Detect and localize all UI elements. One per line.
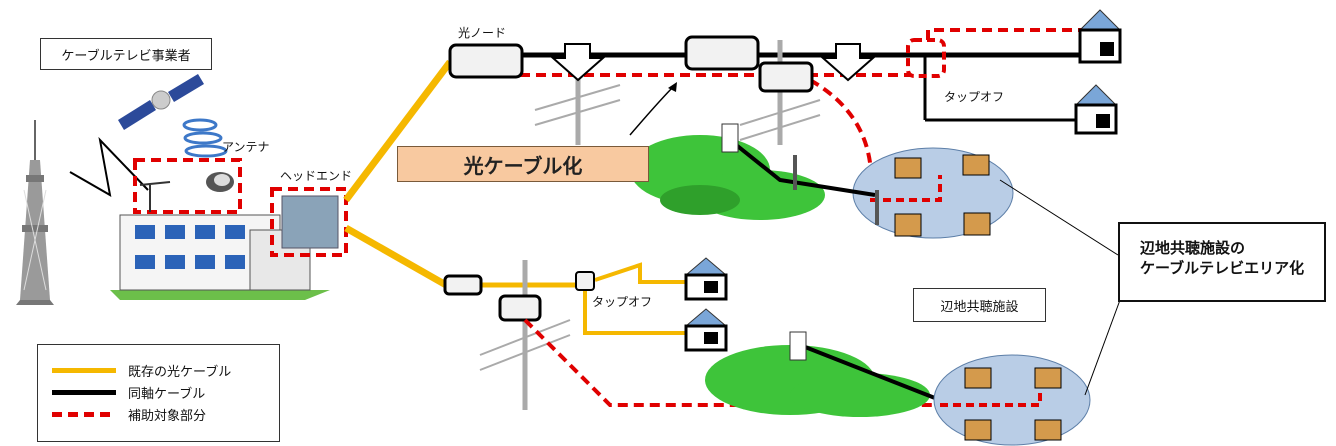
amplifier-box: [498, 294, 542, 322]
tap-off-bottom-label: タップオフ: [592, 295, 653, 309]
legend-swatch-coax: [52, 389, 116, 395]
remote-facility-label: 辺地共聴施設: [913, 288, 1046, 322]
area-callout: 辺地共聴施設の ケーブルテレビエリア化: [1118, 222, 1326, 302]
legend: 既存の光ケーブル 同軸ケーブル 補助対象部分: [37, 344, 280, 442]
legend-swatch-subsidy: [52, 411, 116, 417]
amplifier-box: [684, 35, 760, 71]
optical-node-box: [448, 43, 524, 79]
headend-label: ヘッドエンド: [280, 169, 353, 183]
legend-label: 補助対象部分: [128, 408, 207, 424]
legend-item: 補助対象部分: [52, 405, 207, 424]
antenna-icon: [139, 172, 234, 212]
legend-label: 同軸ケーブル: [128, 386, 206, 402]
antenna-icon: [721, 123, 739, 153]
area-callout-line2: ケーブルテレビエリア化: [1140, 259, 1305, 277]
operator-label: ケーブルテレビ事業者: [40, 38, 212, 70]
house-icon: [1074, 84, 1118, 135]
satellite-icon: [118, 74, 228, 158]
tap-off-box: [575, 271, 595, 291]
legend-item: 既存の光ケーブル: [52, 361, 232, 380]
arrow-down-icon: [550, 43, 606, 82]
house-icon: [1078, 9, 1122, 64]
village-area: [933, 354, 1091, 446]
headend-equipment-icon: [281, 195, 339, 249]
arrow-down-icon: [820, 43, 876, 82]
rural-house-icon: [894, 154, 991, 237]
headend-building-icon: [110, 214, 330, 300]
antenna-label: アンテナ: [222, 140, 270, 154]
rural-house-icon: [964, 367, 1062, 441]
antenna-icon: [789, 331, 807, 361]
legend-label: 既存の光ケーブル: [128, 364, 232, 380]
broadcast-tower-icon: [16, 120, 54, 305]
house-icon: [684, 257, 728, 301]
area-callout-line1: 辺地共聴施設の: [1140, 239, 1246, 257]
signal-wave-icon: [69, 136, 149, 197]
amplifier-box: [758, 61, 814, 93]
legend-item: 同軸ケーブル: [52, 383, 206, 402]
tap-off-top-label: タップオフ: [944, 90, 1005, 104]
optical-conversion-callout: 光ケーブル化: [397, 146, 649, 182]
optical-node-box: [443, 274, 483, 296]
optical-node-label: 光ノード: [458, 26, 507, 40]
house-icon: [684, 308, 728, 352]
legend-swatch-optical: [52, 367, 116, 373]
